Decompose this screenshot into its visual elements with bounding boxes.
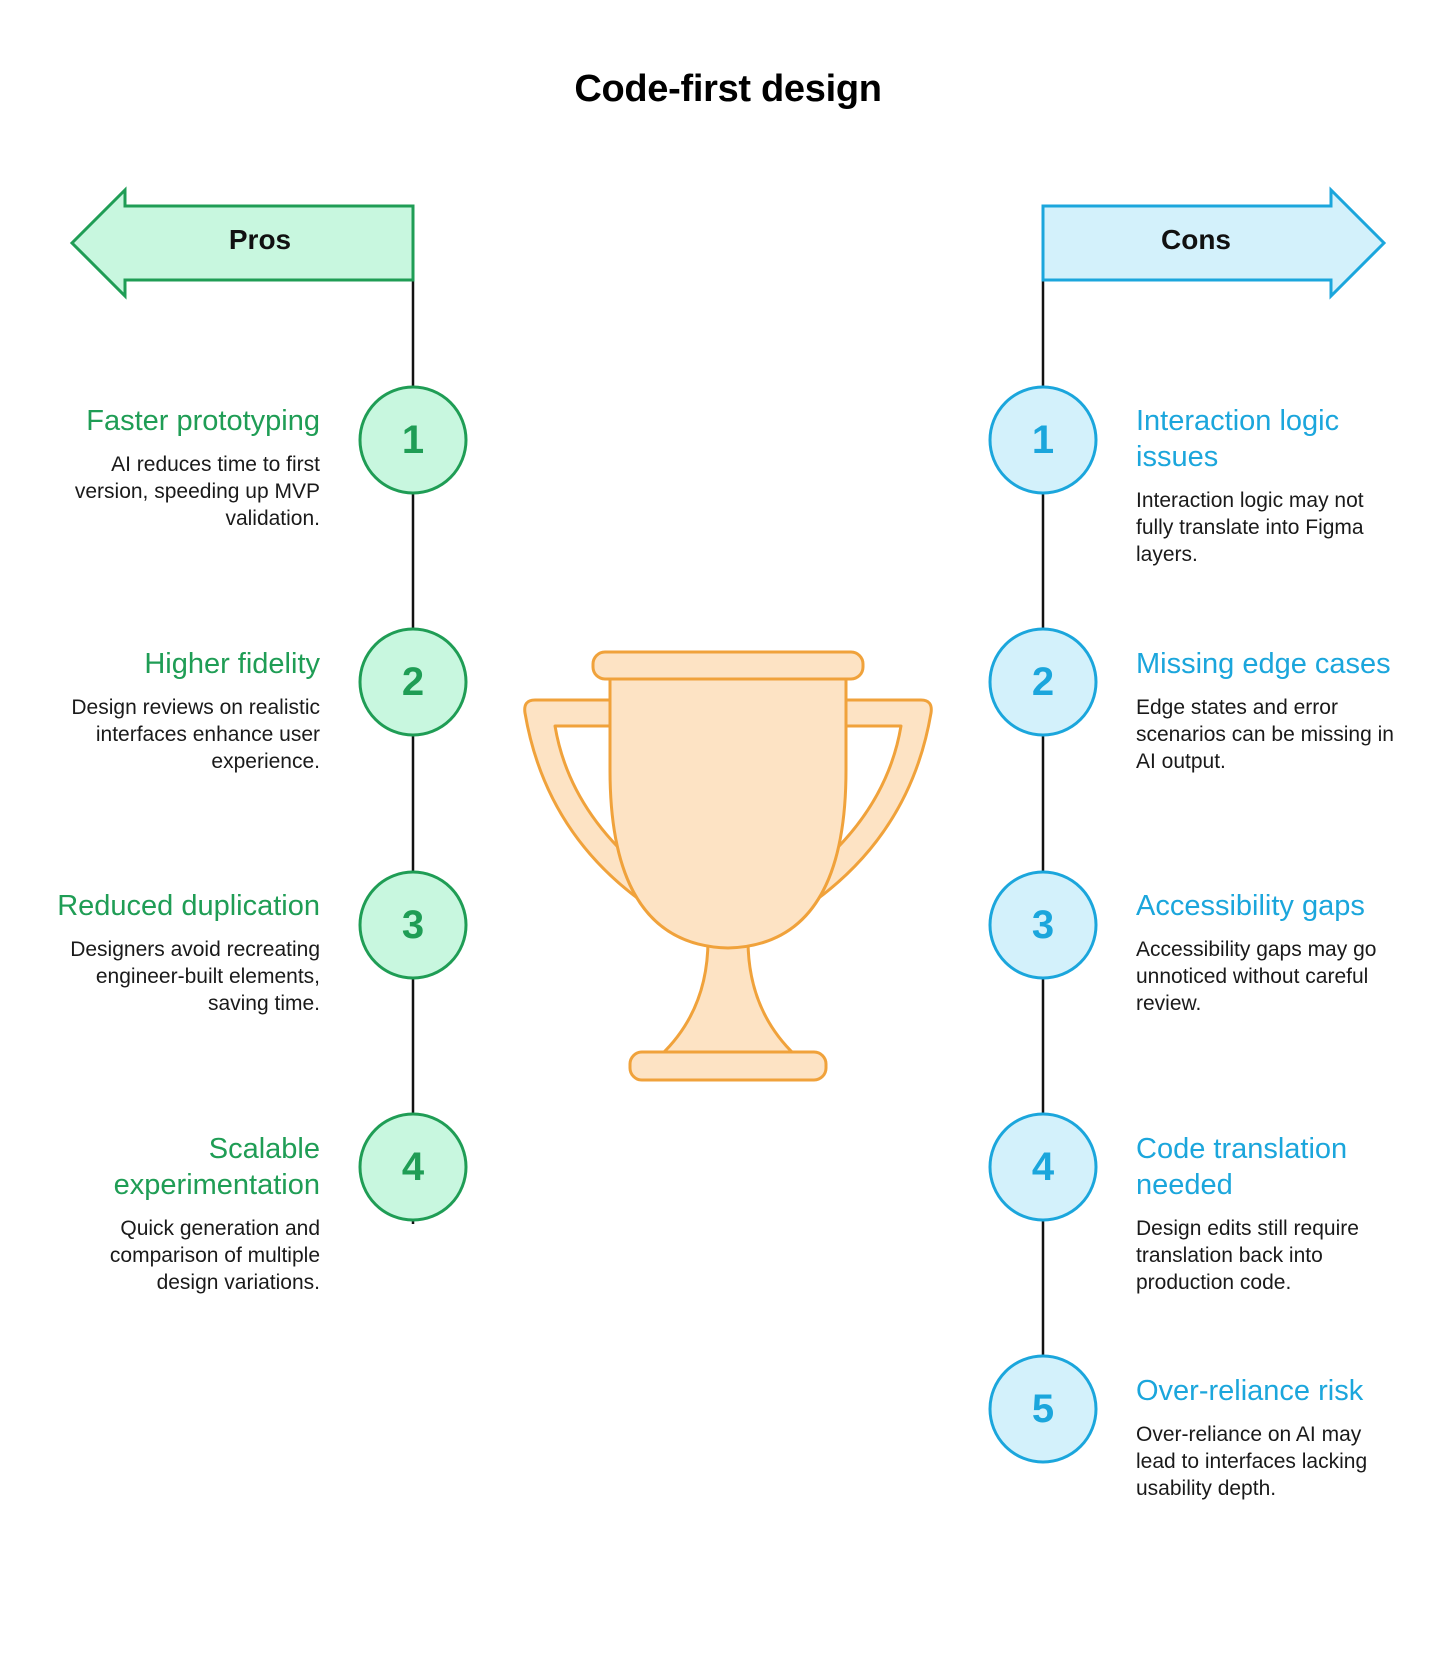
pros-item-3: Reduced duplication Designers avoid recr… bbox=[50, 888, 320, 1017]
pros-number-3: 3 bbox=[401, 903, 425, 947]
cons-number-5: 5 bbox=[1031, 1387, 1055, 1431]
cons-item-5-title: Over-reliance risk bbox=[1136, 1375, 1364, 1407]
pros-number-circle-2 bbox=[358, 627, 468, 737]
cons-item-2-title: Missing edge cases bbox=[1136, 648, 1391, 680]
page-title: Code-first design bbox=[574, 68, 882, 110]
pros-number-circle-4 bbox=[358, 1112, 468, 1222]
cons-item-3: Accessibility gaps Accessibility gaps ma… bbox=[1136, 888, 1406, 1017]
pros-number-2: 2 bbox=[401, 660, 425, 704]
cons-number-4: 4 bbox=[1031, 1145, 1055, 1189]
cons-item-4-description: Design edits still require translation b… bbox=[1136, 1217, 1359, 1294]
cons-item-2: Missing edge cases Edge states and error… bbox=[1136, 646, 1406, 775]
pros-item-2-description: Design reviews on realistic interfaces e… bbox=[71, 696, 320, 773]
pros-item-1-description: AI reduces time to first version, speedi… bbox=[74, 453, 320, 530]
pros-item-1-title: Faster prototyping bbox=[86, 405, 320, 437]
cons-arrow-shape bbox=[1041, 186, 1387, 300]
pros-arrow-shape bbox=[69, 186, 415, 300]
cons-number-3: 3 bbox=[1031, 903, 1055, 947]
cons-number-circle-5 bbox=[988, 1354, 1098, 1464]
pros-number-4: 4 bbox=[401, 1145, 425, 1189]
trophy-icon bbox=[523, 650, 933, 1082]
pros-item-4-description: Quick generation and comparison of multi… bbox=[109, 1217, 320, 1294]
pros-number-circle-3 bbox=[358, 870, 468, 980]
pros-number-circle-1 bbox=[358, 385, 468, 495]
cons-item-5: Over-reliance risk Over-reliance on AI m… bbox=[1136, 1373, 1406, 1502]
cons-item-5-description: Over-reliance on AI may lead to interfac… bbox=[1136, 1423, 1368, 1500]
cons-item-2-description: Edge states and error scenarios can be m… bbox=[1136, 696, 1394, 773]
pros-item-3-description: Designers avoid recreating engineer-buil… bbox=[70, 938, 320, 1015]
pros-item-4: Scalable experimentation Quick generatio… bbox=[50, 1131, 320, 1296]
cons-item-1-description: Interaction logic may not fully translat… bbox=[1136, 489, 1364, 566]
pros-item-1: Faster prototyping AI reduces time to fi… bbox=[50, 403, 320, 532]
cons-item-4-title: Code translation needed bbox=[1136, 1133, 1348, 1201]
pros-number-1: 1 bbox=[401, 418, 425, 462]
cons-number-circle-4 bbox=[988, 1112, 1098, 1222]
cons-item-4: Code translation needed Design edits sti… bbox=[1136, 1131, 1406, 1296]
pros-item-3-title: Reduced duplication bbox=[57, 890, 320, 922]
pros-label: Pros bbox=[228, 224, 292, 255]
pros-item-2: Higher fidelity Design reviews on realis… bbox=[50, 646, 320, 775]
cons-label: Cons bbox=[1161, 224, 1231, 255]
pros-item-2-title: Higher fidelity bbox=[144, 648, 320, 680]
cons-item-3-title: Accessibility gaps bbox=[1136, 890, 1365, 922]
cons-item-3-description: Accessibility gaps may go unnoticed with… bbox=[1136, 938, 1377, 1015]
cons-number-circle-2 bbox=[988, 627, 1098, 737]
cons-number-1: 1 bbox=[1031, 418, 1055, 462]
cons-item-1: Interaction logic issues Interaction log… bbox=[1136, 403, 1406, 568]
cons-number-circle-1 bbox=[988, 385, 1098, 495]
cons-number-2: 2 bbox=[1031, 660, 1055, 704]
cons-number-circle-3 bbox=[988, 870, 1098, 980]
cons-item-1-title: Interaction logic issues bbox=[1136, 405, 1340, 473]
pros-item-4-title: Scalable experimentation bbox=[113, 1133, 320, 1201]
